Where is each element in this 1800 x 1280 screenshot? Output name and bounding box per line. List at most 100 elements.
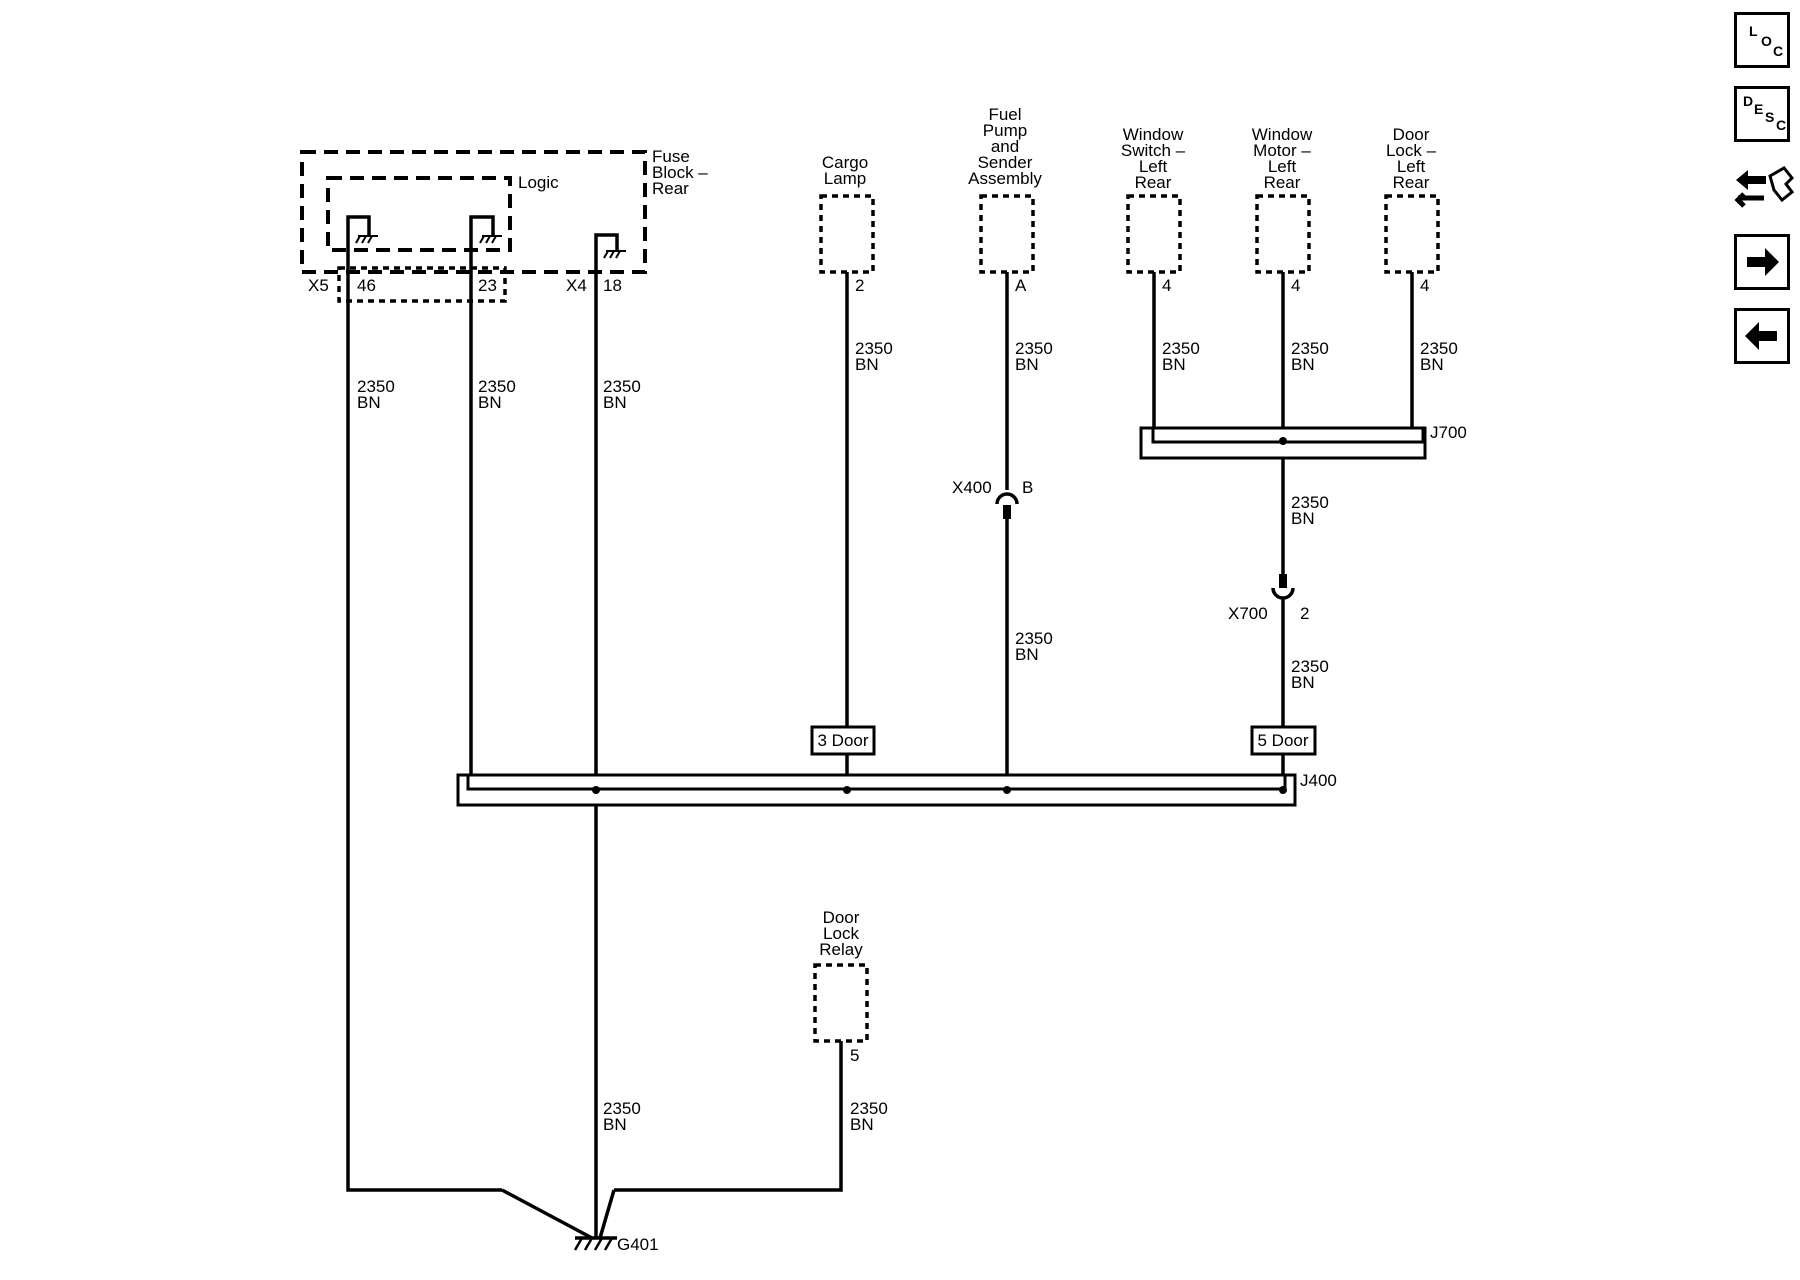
- pin-relay: 5: [850, 1046, 859, 1065]
- pin-46: 46: [357, 276, 376, 295]
- x400-pin-label: B: [1022, 478, 1033, 497]
- loc-button[interactable]: L O C: [1734, 12, 1790, 68]
- door-lock-relay-outline: [813, 963, 869, 1043]
- window-motor-outline: [1255, 194, 1311, 274]
- j400-node-x700: [1279, 786, 1287, 794]
- x5-label: X5: [308, 276, 329, 295]
- svg-text:2350: 2350: [1291, 493, 1329, 512]
- j700-splice-inner: [1151, 426, 1425, 444]
- svg-text:BN: BN: [1291, 355, 1315, 374]
- svg-text:2350: 2350: [855, 339, 893, 358]
- prev-arrow-button[interactable]: [1734, 308, 1790, 364]
- pin-wswitch: 4: [1162, 276, 1171, 295]
- arrow-left-icon: [1745, 322, 1777, 350]
- pin-wmotor: 4: [1291, 276, 1300, 295]
- svg-text:2350: 2350: [1291, 657, 1329, 676]
- x400-connector-symbol: [995, 492, 1019, 519]
- door-lock-outline: [1384, 194, 1440, 274]
- fuse-internal-ground-23: [469, 215, 502, 301]
- svg-text:2350: 2350: [1420, 339, 1458, 358]
- j400-node-18: [592, 786, 600, 794]
- svg-text:BN: BN: [1015, 355, 1039, 374]
- connector-tool-icon[interactable]: [1734, 156, 1795, 216]
- wire-ground-merge: [501, 1188, 616, 1240]
- j700-label: J700: [1430, 423, 1467, 442]
- wire-relay: [614, 1041, 843, 1192]
- three-door-label: 3 Door: [817, 731, 868, 750]
- x700-label: X700: [1228, 604, 1268, 623]
- five-door-label: 5 Door: [1257, 731, 1308, 750]
- wire-46: [346, 301, 502, 1192]
- fuse-block-rear-outline: [300, 150, 647, 274]
- logic-label: Logic: [518, 173, 559, 192]
- desc-letter-c: C: [1776, 117, 1787, 133]
- svg-text:BN: BN: [1420, 355, 1444, 374]
- x700-pin-label: 2: [1300, 604, 1309, 623]
- svg-text:BN: BN: [1162, 355, 1186, 374]
- svg-text:2350: 2350: [1015, 339, 1053, 358]
- cargo-lamp-outline: [819, 194, 875, 274]
- ground-g401-symbol: [573, 1236, 617, 1251]
- x5-connector-outline: [337, 266, 507, 303]
- j400-node-cargo: [843, 786, 851, 794]
- svg-text:2350: 2350: [603, 1099, 641, 1118]
- pin-cargo: 2: [855, 276, 864, 295]
- loc-letter-c: C: [1773, 43, 1784, 59]
- desc-button[interactable]: D E S C: [1734, 86, 1790, 142]
- loc-letter-l: L: [1749, 23, 1758, 39]
- fuse-internal-ground-18: [594, 233, 626, 286]
- fuel-pump-outline: [979, 194, 1035, 274]
- logic-outline: [326, 176, 512, 252]
- three-door-box: [810, 725, 876, 756]
- desc-letter-e: E: [1754, 101, 1764, 117]
- svg-text:BN: BN: [1291, 673, 1315, 692]
- pin-23: 23: [478, 276, 497, 295]
- ground-label: G401: [617, 1235, 659, 1254]
- desc-letter-d: D: [1743, 93, 1754, 109]
- svg-text:BN: BN: [850, 1115, 874, 1134]
- j400-label: J400: [1300, 771, 1337, 790]
- window-switch-outline: [1126, 194, 1182, 274]
- pin-fuel: A: [1015, 276, 1027, 295]
- pin-dlock: 4: [1420, 276, 1429, 295]
- svg-text:BN: BN: [1291, 509, 1315, 528]
- j400-node-fuel: [1003, 786, 1011, 794]
- next-arrow-button[interactable]: [1734, 234, 1790, 290]
- five-door-box: [1250, 725, 1317, 756]
- svg-text:BN: BN: [357, 393, 381, 412]
- arrow-right-icon: [1747, 248, 1779, 276]
- svg-text:2350: 2350: [1015, 629, 1053, 648]
- svg-text:BN: BN: [1015, 645, 1039, 664]
- svg-text:2350: 2350: [1162, 339, 1200, 358]
- x4-label: X4: [566, 276, 587, 295]
- svg-text:BN: BN: [603, 393, 627, 412]
- j400-splice-inner: [466, 773, 1287, 791]
- svg-text:BN: BN: [855, 355, 879, 374]
- svg-text:2350: 2350: [1291, 339, 1329, 358]
- j700-splice-node: [1279, 437, 1287, 445]
- svg-text:BN: BN: [478, 393, 502, 412]
- x700-connector-symbol: [1271, 574, 1295, 600]
- svg-text:BN: BN: [603, 1115, 627, 1134]
- svg-text:2350: 2350: [603, 377, 641, 396]
